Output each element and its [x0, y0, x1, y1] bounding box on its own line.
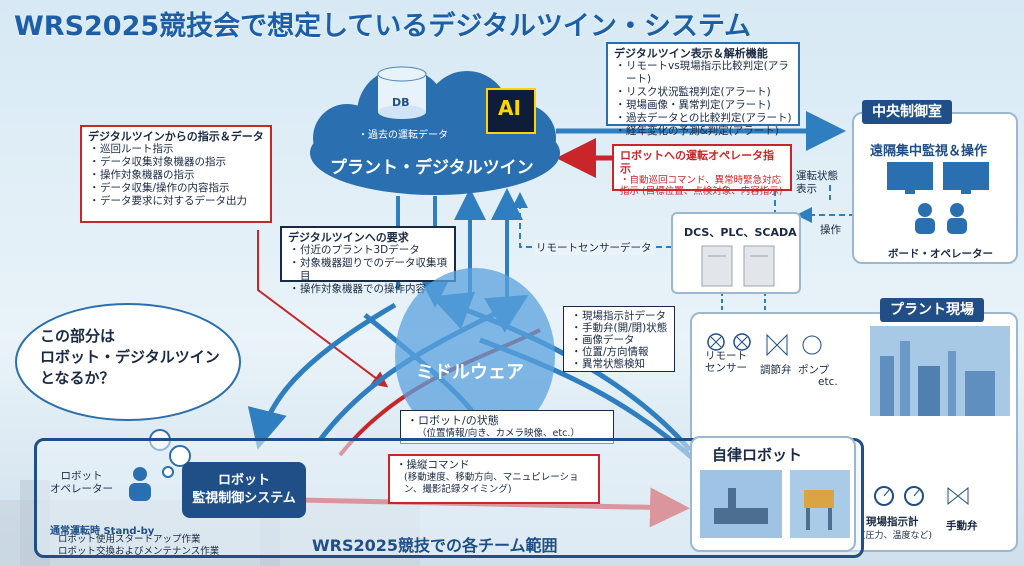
list-item: 画像データ — [571, 334, 668, 346]
robot-state-title: ・ロボット/の状態 — [407, 414, 499, 427]
standby-list: ロボット使用スタートアップ作業 ロボット交換およびメンテナンス作業 — [58, 534, 219, 558]
list-item: データ収集/操作の内容指示 — [89, 182, 264, 195]
request-title: デジタルツインへの要求 — [288, 231, 409, 244]
operator-icon — [129, 467, 151, 501]
list-item: リモートvs現場指示比較判定(アラート) — [615, 60, 792, 86]
field-data-box: 現場指示計データ 手動弁(開/閉)状態 画像データ 位置/方向情報 異常状態検知 — [563, 306, 675, 372]
plant-site-title: プラント現場 — [880, 298, 984, 322]
dcs-label: DCS、PLC、SCADA — [684, 226, 797, 239]
control-room-panel — [852, 112, 1018, 264]
small-bubble-icon — [162, 445, 191, 478]
command-box: ・操縦コマンド (移動速度、移動方向、マニュピレーション、撮影記録タイミング) — [388, 454, 600, 504]
middleware-label: ミドルウェア — [416, 362, 524, 383]
db-label: DB — [392, 96, 410, 109]
valve-label: 調節弁 — [760, 364, 792, 376]
list-item: 位置/方向情報 — [571, 346, 668, 358]
analysis-title: デジタルツイン表示＆解析機能 — [614, 47, 768, 60]
ai-icon — [486, 88, 536, 134]
analysis-box: デジタルツイン表示＆解析機能 リモートvs現場指示比較判定(アラート) リスク状… — [606, 42, 800, 138]
list-item: データ要求に対するデータ出力 — [89, 195, 264, 208]
autonomous-robot-label: 自律ロボット — [712, 446, 803, 464]
robot-images — [700, 470, 850, 538]
board-operator-label: ボード・オペレーター — [888, 248, 993, 260]
plant-image — [870, 326, 1010, 416]
operation-label: 操作 — [820, 224, 841, 236]
site-meter-sub: (圧力、温度など) — [862, 531, 933, 541]
command-text: (移動速度、移動方向、マニュピレーション、撮影記録タイミング) — [404, 472, 579, 495]
manual-valve-label: 手動弁 — [946, 520, 978, 532]
sensor-icons — [707, 333, 822, 357]
list-item: 現場画像・異常判定(アラート) — [615, 99, 792, 112]
control-room-subtitle: 遠隔集中監視＆操作 — [870, 144, 988, 159]
instruction-title: デジタルツインからの指示＆データ — [88, 130, 264, 143]
database-icon — [377, 66, 427, 119]
standby-title: 通常運転時 Stand-by — [50, 526, 155, 537]
robot-op-title: ロボットへの運転オペレータ指示 — [620, 149, 774, 175]
middleware-ellipse — [395, 268, 555, 444]
list-item: ロボット交換およびメンテナンス作業 — [58, 546, 220, 557]
team-scope-label: WRS2025競技での各チーム範囲 — [312, 536, 558, 555]
server-icon — [701, 245, 775, 287]
thought-text: この部分は ロボット・デジタルツイン となるか？ — [40, 327, 220, 387]
list-item: 巡回ルート指示 — [89, 143, 264, 156]
cloud-name: プラント・デジタルツイン — [330, 158, 534, 178]
list-item: 対象機器廻りでのデータ収集項目 — [289, 257, 448, 283]
list-item: 経年変化の予測&判定(アラート) — [615, 125, 792, 138]
remote-sensor-label: リモート センサー — [705, 350, 747, 374]
gauge-icons — [874, 486, 969, 506]
list-item: 操作対象機器での操作内容 — [289, 283, 448, 296]
list-item: 過去データとの比較判定(アラート) — [615, 112, 792, 125]
pump-label: ポンプ — [798, 364, 830, 376]
list-item: データ収集対象機器の指示 — [89, 156, 264, 169]
command-title: ・操縦コマンド — [396, 459, 470, 471]
robot-state-text: （位置情報/向き、カメラ映像、etc.） — [417, 428, 580, 439]
list-item: 異常状態検知 — [571, 358, 668, 370]
page-title: WRS2025競技会で想定しているデジタルツイン・システム — [14, 11, 752, 42]
control-room-title: 中央制御室 — [862, 100, 952, 124]
site-meter-label: 現場指示計 — [866, 516, 919, 528]
list-item: 手動弁(開/閉)状態 — [571, 322, 668, 334]
list-item: 現場指示計データ — [571, 310, 668, 322]
instruction-box: デジタルツインからの指示＆データ 巡回ルート指示 データ収集対象機器の指示 操作… — [80, 125, 272, 223]
list-item: ロボット使用スタートアップ作業 — [58, 534, 201, 545]
db-text: ・過去の運転データ — [358, 130, 448, 141]
list-item: 操作対象機器の指示 — [89, 169, 264, 182]
dcs-panel — [671, 212, 801, 294]
list-item: リスク状況監視判定(アラート) — [615, 86, 792, 99]
etc-label: etc. — [818, 376, 838, 388]
remote-sensor-data-label: リモートセンサーデータ — [534, 240, 654, 255]
robot-operator-label: ロボット オペレーター — [50, 470, 113, 495]
monitor-icon — [887, 162, 989, 234]
request-box: デジタルツインへの要求 付近のプラント3Dデータ 対象機器廻りでのデータ収集項目… — [280, 226, 456, 296]
monitor-system-box: ロボット 監視制御システム — [182, 462, 306, 518]
robot-op-box: ロボットへの運転オペレータ指示 ・自動巡回コマンド、異常時緊急対応指示 (目標位… — [612, 144, 792, 197]
robot-op-text: ・自動巡回コマンド、異常時緊急対応指示 (目標位置、点検対象、内容指示) — [620, 175, 783, 197]
ai-label: AI — [498, 96, 521, 120]
list-item: 付近のプラント3Dデータ — [289, 244, 448, 257]
operation-status-label: 運転状態 表示 — [796, 170, 838, 195]
